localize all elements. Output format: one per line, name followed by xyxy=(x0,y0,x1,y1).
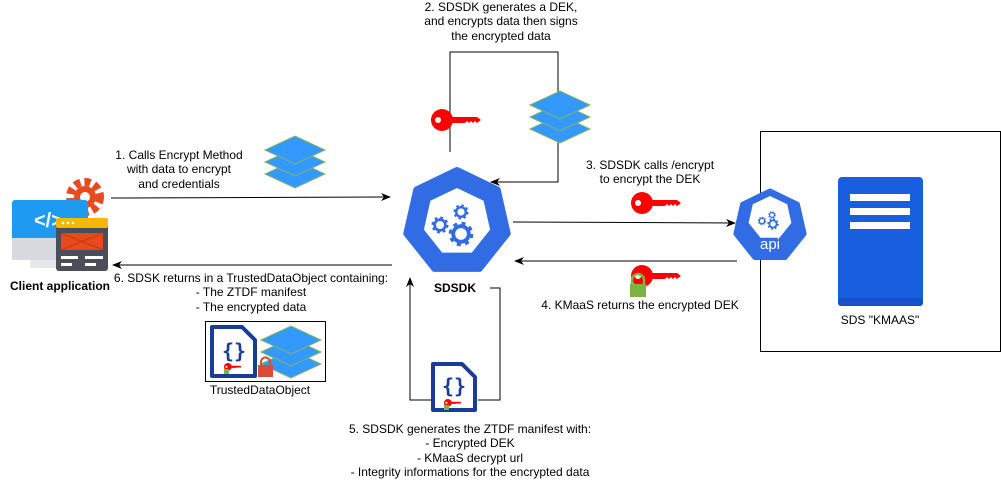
step6-line: - The ZTDF manifest xyxy=(195,285,307,300)
step4-label: 4. KMaaS returns the encrypted DEK xyxy=(541,298,738,312)
loop-step2-connector xyxy=(449,51,559,186)
step5-label: 5. SDSDK generates the ZTDF manifest wit… xyxy=(349,422,591,479)
step5-line: - Integrity informations for the encrypt… xyxy=(350,464,590,479)
step6-label: 6. SDSK returns in a TrustedDataObject c… xyxy=(114,271,388,314)
api-label: api xyxy=(759,236,781,253)
lock-icon xyxy=(258,356,273,377)
arrow-step1 xyxy=(110,193,391,202)
step5-line: - Encrypted DEK xyxy=(425,436,515,451)
json-document-icon: {} xyxy=(210,325,257,378)
kmaas-label: SDS "KMAAS" xyxy=(840,313,920,327)
step3-label: 3. SDSDK calls /encrypt to encrypt the D… xyxy=(586,158,714,187)
step1-label: 1. Calls Encrypt Method with data to enc… xyxy=(115,148,242,191)
step4-line: 4. KMaaS returns the encrypted DEK xyxy=(541,298,739,312)
client-application-label: Client application xyxy=(9,279,111,293)
layers-icon xyxy=(529,90,591,144)
svg-text:{}: {} xyxy=(222,339,246,363)
json-document-icon: {} xyxy=(431,362,477,412)
step5-line: 5. SDSDK generates the ZTDF manifest wit… xyxy=(348,422,592,436)
svg-text:</>: </> xyxy=(34,210,63,232)
step1-line: 1. Calls Encrypt Method xyxy=(115,148,243,162)
step6-line: - The encrypted data xyxy=(195,299,307,314)
step2-label: 2. SDSDK generates a DEK, and encrypts d… xyxy=(424,0,577,43)
key-icon xyxy=(431,109,481,131)
step1-line: with data to encrypt xyxy=(126,162,232,177)
server-icon xyxy=(838,177,923,306)
loop-step5-return xyxy=(406,277,432,401)
gears-heptagon-icon xyxy=(403,167,511,272)
step1-line: and credentials xyxy=(138,176,220,191)
step2-line: and encrypts data then signs xyxy=(424,14,578,29)
trusted-data-object-container xyxy=(205,321,326,382)
step2-line: the encrypted data xyxy=(451,28,551,43)
step6-line: 6. SDSK returns in a TrustedDataObject c… xyxy=(113,271,389,285)
sdsdk-label: SDSDK xyxy=(433,281,477,295)
step2-line: 2. SDSDK generates a DEK, xyxy=(424,0,578,14)
step3-line: 3. SDSDK calls /encrypt xyxy=(585,158,715,172)
api-heptagon-icon xyxy=(733,188,807,260)
svg-text:{}: {} xyxy=(442,374,466,398)
layers-icon xyxy=(264,135,326,189)
key-icon xyxy=(631,192,681,214)
arrow-step3 xyxy=(512,218,736,227)
step3-line: to encrypt the DEK xyxy=(599,172,701,187)
trusted-data-object-label: TrustedDataObject xyxy=(209,383,311,397)
locked-key-icon xyxy=(630,265,681,297)
client-application-icon: </> xyxy=(12,178,108,271)
step5-line: - KMaaS decrypt url xyxy=(416,450,524,465)
loop-step5-connector xyxy=(478,287,501,401)
